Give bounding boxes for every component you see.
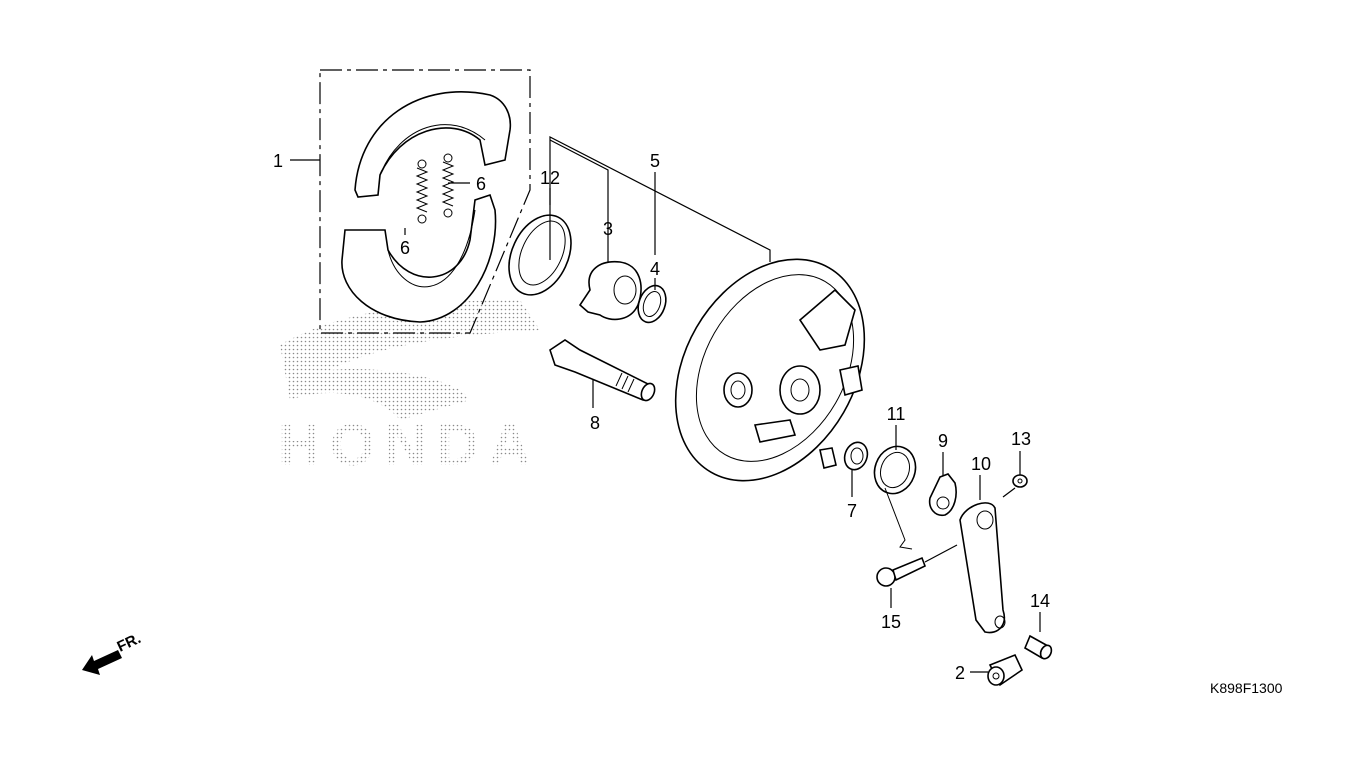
callout-1: 1 bbox=[273, 151, 283, 171]
callout-6-lower: 6 bbox=[400, 238, 410, 258]
nut-13 bbox=[1012, 474, 1028, 488]
callout-3: 3 bbox=[603, 219, 613, 239]
wear-indicator-cam bbox=[578, 261, 642, 321]
brake-shoe-upper bbox=[354, 91, 512, 198]
callout-7: 7 bbox=[847, 501, 857, 521]
callout-4: 4 bbox=[650, 259, 660, 279]
nut-2 bbox=[987, 653, 1024, 687]
brake-cam-shaft bbox=[549, 339, 656, 402]
washer bbox=[637, 284, 667, 324]
return-spring bbox=[873, 445, 917, 550]
callout-8: 8 bbox=[590, 413, 600, 433]
front-direction-arrow-icon bbox=[82, 650, 122, 675]
callout-10: 10 bbox=[971, 454, 991, 474]
front-direction-label: FR. bbox=[115, 630, 144, 656]
callout-11: 11 bbox=[887, 404, 906, 424]
callout-9: 9 bbox=[938, 431, 948, 451]
callout-14: 14 bbox=[1030, 591, 1050, 611]
callout-2: 2 bbox=[955, 663, 965, 683]
callout-6-upper: 6 bbox=[476, 174, 486, 194]
brake-panel bbox=[674, 258, 866, 482]
bolt bbox=[876, 556, 927, 587]
callout-13: 13 bbox=[1011, 429, 1031, 449]
brake-shoe-lower bbox=[341, 193, 497, 323]
callout-12: 12 bbox=[540, 168, 560, 188]
oil-seal bbox=[843, 441, 869, 471]
leader-lines bbox=[290, 136, 1041, 673]
brake-arm bbox=[959, 502, 1006, 634]
brake-shoe-springs bbox=[415, 153, 455, 224]
honda-watermark: HONDA bbox=[278, 413, 541, 478]
shoe-set-bracket bbox=[319, 69, 531, 334]
callout-15: 15 bbox=[881, 612, 901, 632]
dust-seal bbox=[508, 214, 572, 296]
diagram-code: K898F1300 bbox=[1210, 680, 1283, 696]
wear-indicator-plate bbox=[928, 473, 957, 517]
honda-wing-logo bbox=[280, 300, 540, 420]
callout-5: 5 bbox=[650, 151, 660, 171]
joint-pin bbox=[1023, 634, 1053, 660]
